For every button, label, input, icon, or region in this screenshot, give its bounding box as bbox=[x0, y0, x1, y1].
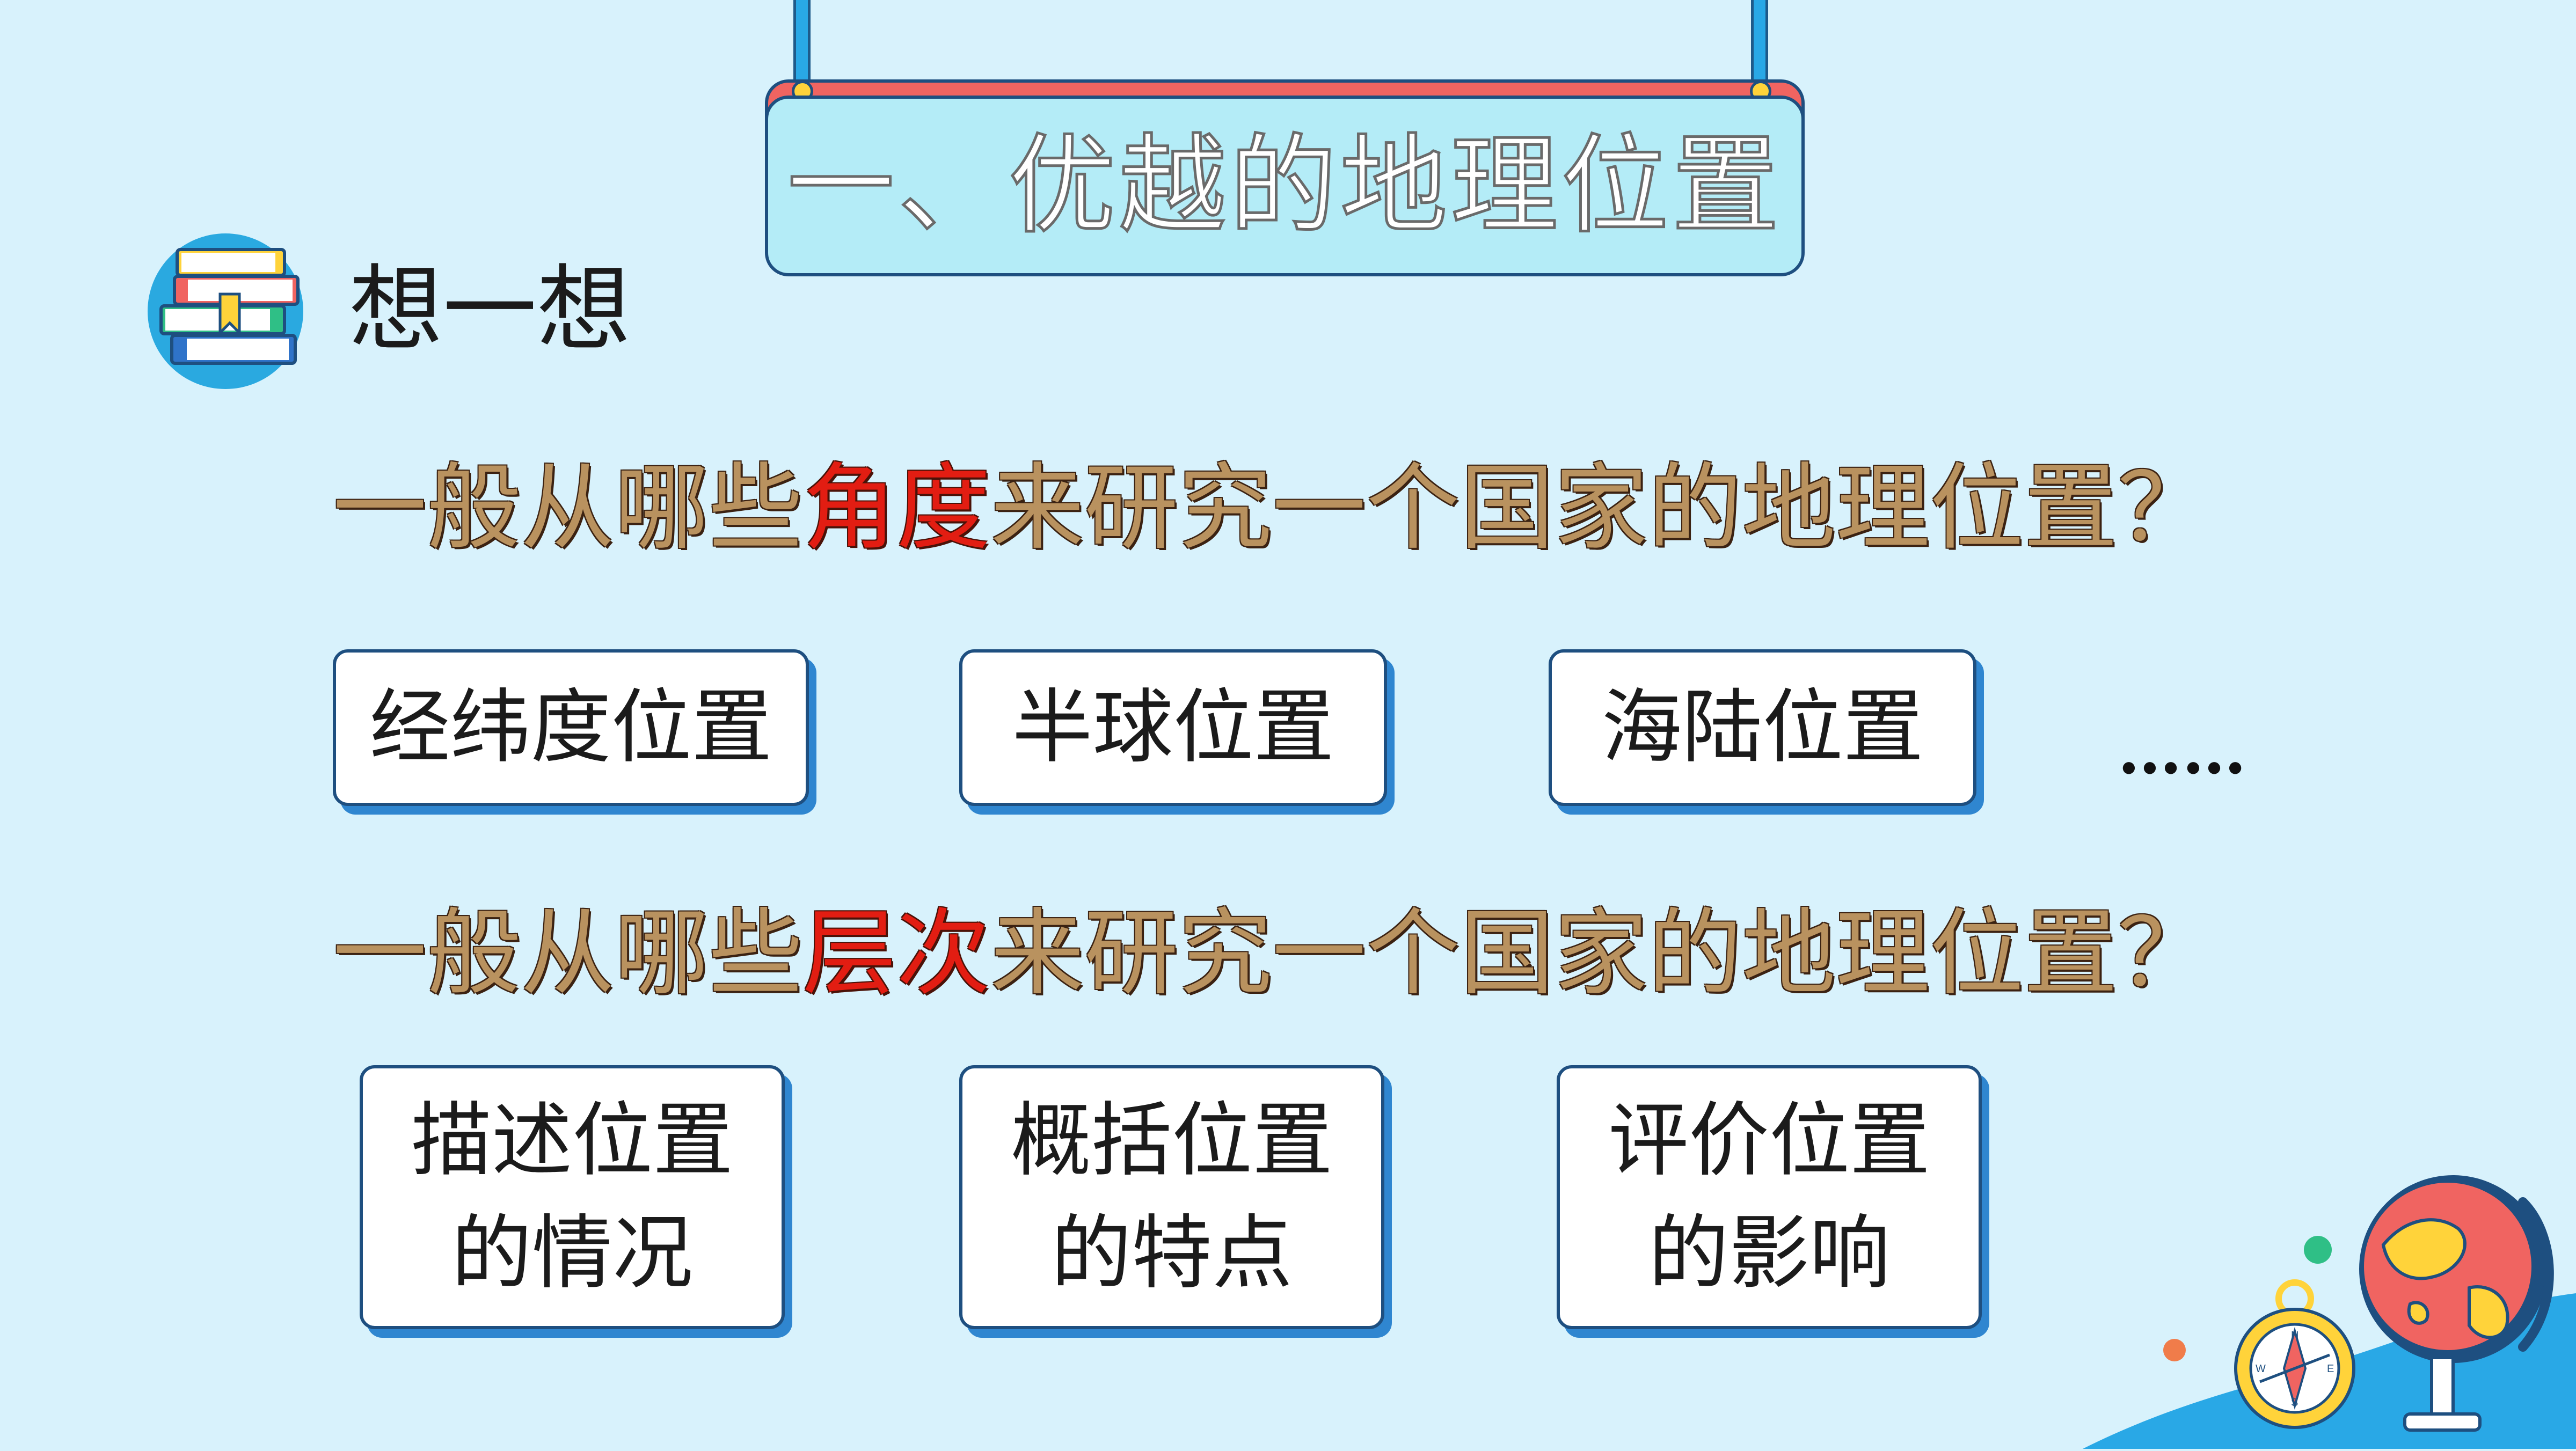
ellipsis: …… bbox=[2118, 713, 2246, 789]
angle-card-hemisphere: 半球位置 bbox=[959, 649, 1387, 806]
svg-text:N: N bbox=[2291, 1330, 2298, 1342]
angle-card-label: 经纬度位置 bbox=[369, 681, 772, 774]
title-sign: 一、优越的地理位置 bbox=[765, 96, 1805, 276]
level-card-line1: 评价位置 bbox=[1608, 1094, 1930, 1188]
angle-card-label: 半球位置 bbox=[1012, 681, 1334, 774]
question-level-after: 来研究一个国家的地理位置？ bbox=[990, 899, 2212, 1008]
question-angle-highlight: 角度 bbox=[802, 454, 990, 563]
page-title: 一、优越的地理位置 bbox=[786, 123, 1783, 248]
svg-text:E: E bbox=[2327, 1363, 2334, 1375]
level-card-summarize: 概括位置 的特点 bbox=[959, 1065, 1384, 1329]
level-card-line2: 的情况 bbox=[451, 1207, 693, 1300]
level-card-describe: 描述位置 的情况 bbox=[360, 1065, 785, 1329]
compass-icon: N S W E bbox=[2228, 1277, 2362, 1438]
books-icon bbox=[145, 231, 306, 392]
level-card-evaluate: 评价位置 的影响 bbox=[1557, 1065, 1982, 1329]
level-card-line1: 描述位置 bbox=[411, 1094, 733, 1188]
svg-text:S: S bbox=[2291, 1397, 2298, 1409]
angle-card-land-sea: 海陆位置 bbox=[1549, 649, 1976, 806]
sign-rope-left bbox=[793, 0, 811, 86]
level-card-line2: 的影响 bbox=[1648, 1207, 1890, 1300]
angle-card-latlon: 经纬度位置 bbox=[333, 649, 809, 806]
level-card-line2: 的特点 bbox=[1050, 1207, 1293, 1300]
angle-card-label: 海陆位置 bbox=[1601, 681, 1924, 774]
level-card-line1: 概括位置 bbox=[1010, 1094, 1333, 1188]
decor-dot-green bbox=[2304, 1236, 2332, 1264]
sign-rope-right bbox=[1751, 0, 1768, 86]
question-level-highlight: 层次 bbox=[802, 899, 990, 1008]
question-angle: 一般从哪些角度来研究一个国家的地理位置？ bbox=[333, 461, 2212, 555]
question-angle-before: 一般从哪些 bbox=[333, 454, 802, 563]
decor-dot-orange bbox=[2163, 1339, 2186, 1361]
section-label: 想一想 bbox=[349, 255, 631, 364]
svg-text:W: W bbox=[2256, 1363, 2266, 1375]
question-level-before: 一般从哪些 bbox=[333, 899, 802, 1008]
question-level: 一般从哪些层次来研究一个国家的地理位置？ bbox=[333, 907, 2212, 1001]
question-angle-after: 来研究一个国家的地理位置？ bbox=[990, 454, 2212, 563]
